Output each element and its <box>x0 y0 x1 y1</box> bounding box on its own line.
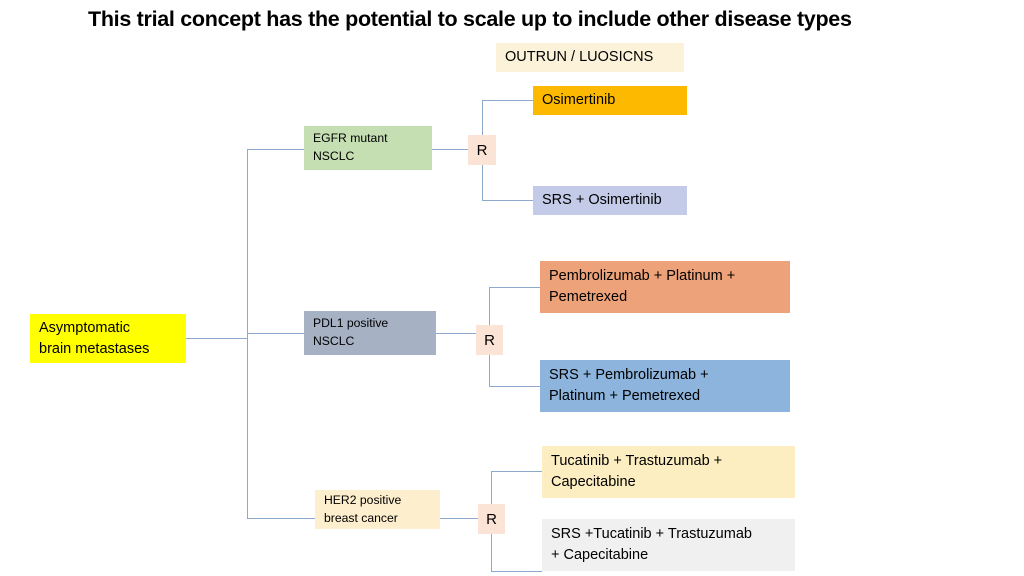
population-label: Asymptomatic brain metastases <box>39 318 149 359</box>
connector-her2-arm1 <box>491 471 542 472</box>
arm-pdl1-2-line2: Platinum + Pemetrexed <box>549 388 701 404</box>
cohort-box-pdl1: PDL1 positive NSCLC <box>304 311 436 355</box>
study-label-text: OUTRUN / LUOSICNS <box>505 49 654 66</box>
population-label-line2: brain metastases <box>39 340 150 357</box>
cohort-pdl1-line1: PDL1 positive <box>313 316 389 331</box>
connector-trunk-vertical <box>247 149 248 519</box>
connector-trunk-to-egfr <box>247 149 305 150</box>
cohort-box-egfr: EGFR mutant NSCLC <box>304 126 432 170</box>
arm-egfr-1-line1: Osimertinib <box>542 92 616 109</box>
cohort-egfr-line2: NSCLC <box>313 149 355 163</box>
arm-pdl1-1-line1: Pembrolizumab + Platinum + <box>549 268 736 285</box>
cohort-pdl1-line2: NSCLC <box>313 334 355 348</box>
connector-trunk-to-her2 <box>247 518 315 519</box>
arm-pdl1-1-label: Pembrolizumab + Platinum + Pemetrexed <box>549 266 735 307</box>
connector-pdl1-arm1 <box>489 287 540 288</box>
arm-box-her2-2: SRS +Tucatinib + Trastuzumab + Capecitab… <box>542 519 795 571</box>
population-label-line1: Asymptomatic <box>39 319 131 336</box>
arm-box-pdl1-1: Pembrolizumab + Platinum + Pemetrexed <box>540 261 790 313</box>
arm-her2-2-line2: + Capecitabine <box>551 547 649 563</box>
slide-title: This trial concept has the potential to … <box>88 7 852 31</box>
cohort-her2-line2: breast cancer <box>324 510 398 525</box>
connector-egfr-to-r <box>432 149 470 150</box>
connector-her2-to-r <box>440 518 478 519</box>
cohort-her2-label: HER2 positive breast cancer <box>324 492 401 527</box>
arm-her2-1-line2: Capecitabine <box>551 474 636 490</box>
cohort-egfr-label: EGFR mutant NSCLC <box>313 130 388 165</box>
cohort-egfr-line1: EGFR mutant <box>313 131 388 146</box>
arm-her2-1-line1: Tucatinib + Trastuzumab + <box>551 453 723 470</box>
arm-box-her2-1: Tucatinib + Trastuzumab + Capecitabine <box>542 446 795 498</box>
connector-egfr-arm2 <box>482 200 534 201</box>
arm-box-egfr-1: Osimertinib <box>533 86 687 115</box>
arm-her2-2-line1: SRS +Tucatinib + Trastuzumab <box>551 526 752 543</box>
randomization-her2: R <box>478 504 505 534</box>
arm-egfr-2-line1: SRS + Osimertinib <box>542 192 662 209</box>
connector-pdl1-arm2 <box>489 386 540 387</box>
arm-egfr-2-label: SRS + Osimertinib <box>542 190 662 211</box>
randomization-pdl1-label: R <box>484 331 495 349</box>
study-label-box: OUTRUN / LUOSICNS <box>496 43 684 72</box>
arm-pdl1-2-label: SRS + Pembrolizumab + Platinum + Pemetre… <box>549 365 709 406</box>
arm-her2-2-label: SRS +Tucatinib + Trastuzumab + Capecitab… <box>551 524 752 565</box>
randomization-egfr: R <box>468 135 496 165</box>
cohort-box-her2: HER2 positive breast cancer <box>315 490 440 529</box>
connector-her2-arm2 <box>491 571 542 572</box>
cohort-pdl1-label: PDL1 positive NSCLC <box>313 315 388 350</box>
randomization-her2-label: R <box>486 510 497 528</box>
arm-her2-1-label: Tucatinib + Trastuzumab + Capecitabine <box>551 451 722 492</box>
connector-population-to-trunk <box>186 338 248 339</box>
connector-pdl1-to-r <box>436 333 476 334</box>
arm-pdl1-2-line1: SRS + Pembrolizumab + <box>549 367 709 384</box>
arm-egfr-1-label: Osimertinib <box>542 90 615 111</box>
cohort-her2-line1: HER2 positive <box>324 492 402 507</box>
connector-egfr-arm1 <box>482 100 534 101</box>
arm-pdl1-1-line2: Pemetrexed <box>549 289 628 305</box>
arm-box-pdl1-2: SRS + Pembrolizumab + Platinum + Pemetre… <box>540 360 790 412</box>
connector-trunk-to-pdl1 <box>247 333 304 334</box>
randomization-egfr-label: R <box>476 141 488 159</box>
population-box: Asymptomatic brain metastases <box>30 314 186 363</box>
randomization-pdl1: R <box>476 325 503 355</box>
arm-box-egfr-2: SRS + Osimertinib <box>533 186 687 215</box>
